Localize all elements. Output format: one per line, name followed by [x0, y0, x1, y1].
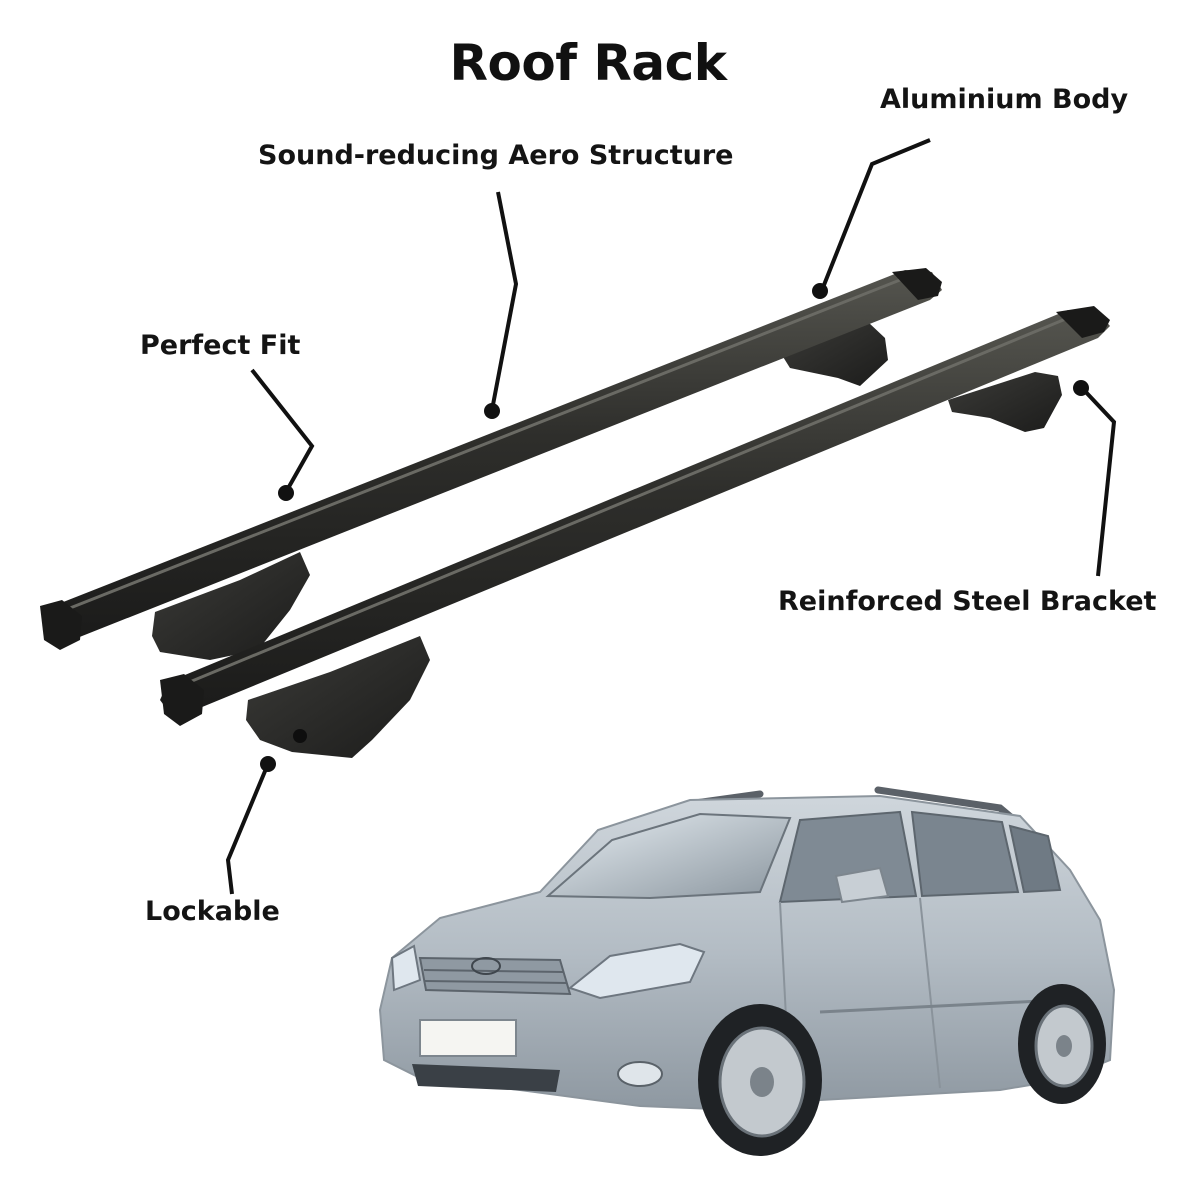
car-illustration — [378, 786, 1116, 1156]
callout-steel-bracket: Reinforced Steel Bracket — [778, 586, 1157, 617]
lower-crossbar — [160, 306, 1110, 758]
callout-lockable: Lockable — [145, 896, 280, 927]
dot-lockable — [260, 756, 276, 772]
dot-aluminium-body — [812, 283, 828, 299]
front-wheel — [698, 1004, 822, 1156]
leader-aluminium-body — [820, 138, 931, 291]
dot-perfect-fit — [278, 485, 294, 501]
upper-right-foot — [780, 322, 888, 386]
page-title: Roof Rack — [449, 34, 728, 92]
leader-perfect-fit — [250, 368, 315, 493]
rear-wheel — [1018, 984, 1106, 1104]
leader-dots — [260, 283, 1089, 772]
callout-aluminium-body: Aluminium Body — [880, 84, 1129, 115]
upper-crossbar — [40, 268, 942, 660]
leader-steel-bracket — [1080, 386, 1117, 577]
leader-lines — [225, 138, 1117, 895]
leader-lockable — [225, 763, 270, 895]
upper-left-foot — [152, 552, 310, 660]
callout-perfect-fit: Perfect Fit — [140, 330, 301, 361]
dot-aero-structure — [484, 403, 500, 419]
dot-steel-bracket — [1073, 380, 1089, 396]
callout-aero-structure: Sound-reducing Aero Structure — [258, 140, 734, 171]
lower-left-foot — [246, 636, 430, 758]
leader-aero-structure — [490, 191, 519, 411]
lower-right-foot — [948, 372, 1062, 432]
